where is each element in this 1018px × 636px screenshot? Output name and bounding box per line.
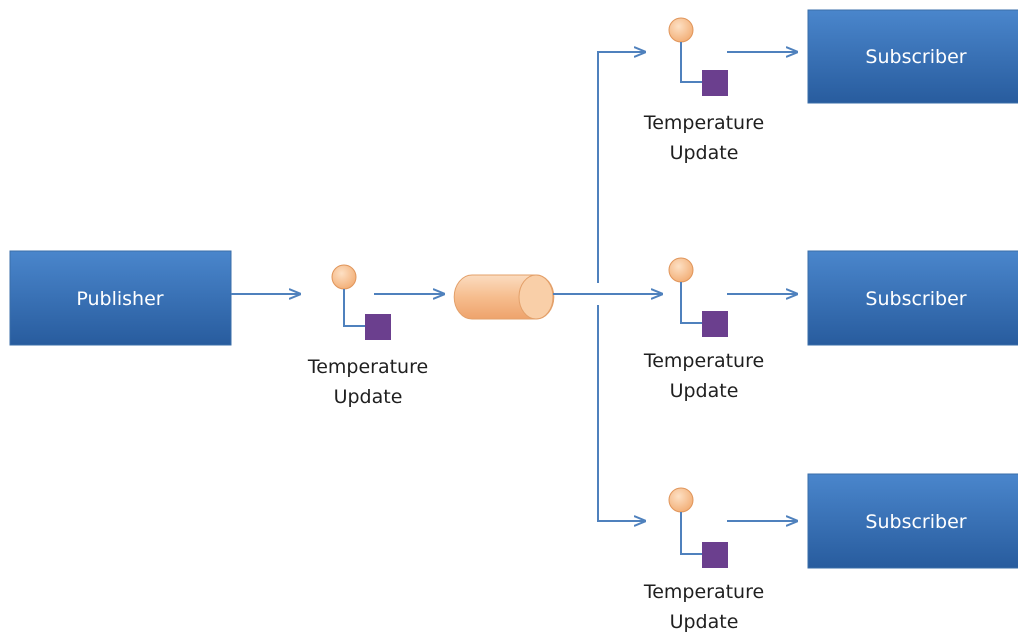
subscriber-box: Subscriber xyxy=(807,250,1018,346)
subscriber-box: Subscriber xyxy=(807,9,1018,104)
message-square-icon xyxy=(365,314,391,340)
message-icon xyxy=(331,264,391,340)
message-label-line1: Temperature xyxy=(643,350,764,372)
message-square-icon xyxy=(702,70,728,96)
subscriber-label: Subscriber xyxy=(865,511,966,533)
message-label-line1: Temperature xyxy=(643,581,764,603)
publisher-label: Publisher xyxy=(76,288,163,310)
message-connector xyxy=(680,282,702,324)
message-label-line2: Update xyxy=(670,611,739,633)
message-connector xyxy=(680,42,702,83)
publisher-box: Publisher xyxy=(9,250,232,346)
message-circle-icon xyxy=(668,257,694,283)
message-icon xyxy=(668,257,728,337)
message-icon xyxy=(668,487,728,568)
subscriber-box: Subscriber xyxy=(807,473,1018,569)
subscriber-label: Subscriber xyxy=(865,46,966,68)
message-label-line2: Update xyxy=(670,380,739,402)
message-label-line1: Temperature xyxy=(643,112,764,134)
message-icon xyxy=(668,17,728,96)
message-label-line1: Temperature xyxy=(307,356,428,378)
message-connector xyxy=(680,512,702,555)
message-circle-icon xyxy=(668,487,694,513)
message-circle-icon xyxy=(331,264,357,290)
subscriber-label: Subscriber xyxy=(865,288,966,310)
message-label-line2: Update xyxy=(334,386,403,408)
fanout-connectors xyxy=(553,51,610,522)
message-circle-icon xyxy=(668,17,694,43)
message-square-icon xyxy=(702,542,728,568)
message-connector xyxy=(343,289,365,327)
channel-cylinder-icon xyxy=(453,274,555,320)
message-square-icon xyxy=(702,311,728,337)
message-label-line2: Update xyxy=(670,142,739,164)
